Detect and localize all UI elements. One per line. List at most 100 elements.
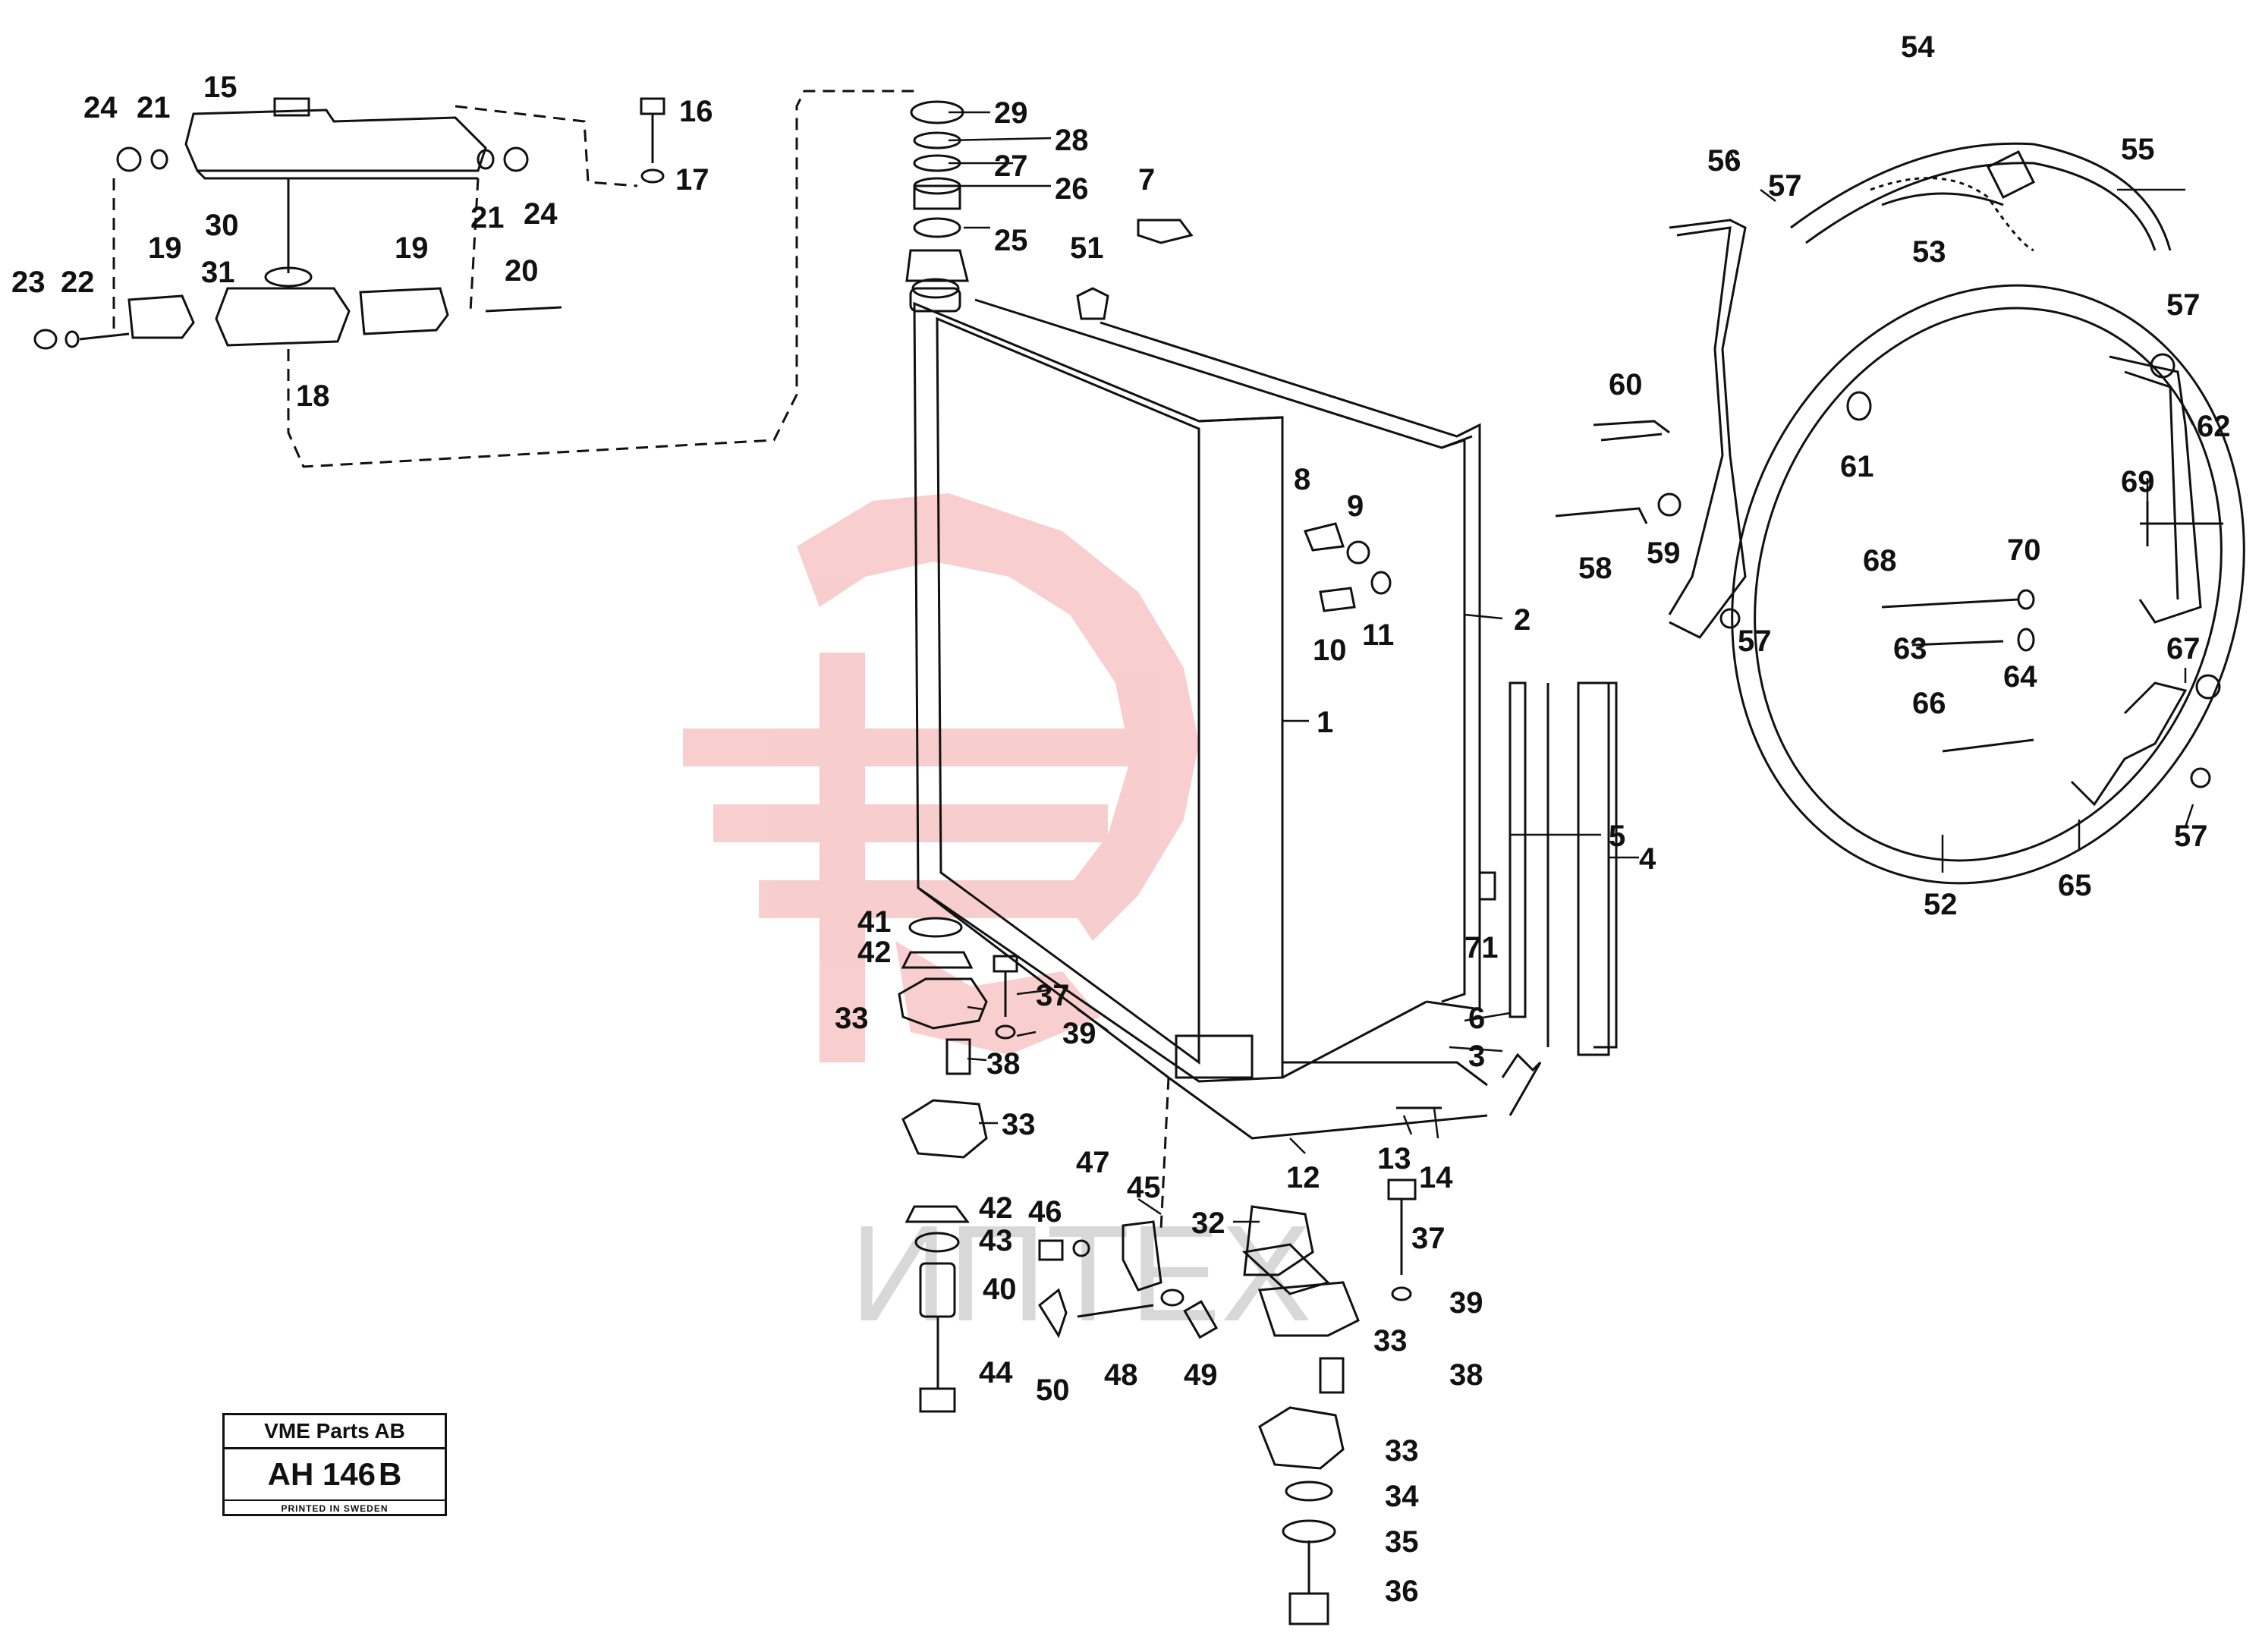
callout-33b: 33: [1002, 1108, 1036, 1141]
callout-44: 44: [979, 1356, 1013, 1389]
callout-51: 51: [1070, 231, 1104, 265]
callout-63: 63: [1893, 632, 1927, 666]
callout-15: 15: [203, 71, 238, 104]
callout-61: 61: [1840, 450, 1874, 483]
callout-43: 43: [979, 1224, 1013, 1257]
callout-69: 69: [2121, 465, 2155, 499]
callout-66: 66: [1912, 687, 1946, 720]
callout-39a: 39: [1062, 1017, 1096, 1050]
callout-53: 53: [1912, 235, 1946, 269]
callout-68: 68: [1863, 544, 1897, 577]
callout-24b: 24: [524, 197, 558, 231]
watermark-text: ИПТЕХ: [850, 1197, 1312, 1350]
callout-57c: 57: [1738, 625, 1772, 658]
callout-36: 36: [1385, 1575, 1419, 1608]
callout-38b: 38: [1449, 1358, 1483, 1392]
callout-2: 2: [1514, 603, 1531, 637]
parts-stamp: VME Parts AB AH 146B PRINTED IN SWEDEN: [222, 1413, 447, 1516]
callout-19b: 19: [395, 231, 429, 265]
callout-10: 10: [1313, 634, 1347, 667]
callout-50: 50: [1036, 1374, 1070, 1407]
callout-33c: 33: [1373, 1324, 1408, 1358]
callout-7: 7: [1138, 163, 1155, 197]
callout-21a: 21: [137, 91, 171, 124]
callout-67: 67: [2166, 632, 2201, 666]
callout-45: 45: [1127, 1171, 1161, 1204]
callout-37b: 37: [1411, 1222, 1446, 1255]
callout-55: 55: [2121, 133, 2155, 166]
callout-56: 56: [1707, 144, 1741, 178]
callout-59: 59: [1647, 537, 1681, 570]
callout-41: 41: [857, 905, 892, 939]
callout-20: 20: [505, 254, 539, 288]
callout-1: 1: [1317, 706, 1333, 739]
callout-65: 65: [2058, 869, 2092, 902]
radiator-assembly: [905, 100, 1618, 1140]
stamp-company: VME Parts AB: [225, 1415, 445, 1449]
callout-9: 9: [1347, 489, 1364, 523]
callout-42a: 42: [857, 936, 892, 969]
callout-48: 48: [1104, 1358, 1138, 1392]
callout-57d: 57: [2174, 820, 2208, 853]
callout-58: 58: [1578, 552, 1612, 585]
callout-33a: 33: [835, 1002, 869, 1035]
stamp-code: AH 146B: [225, 1449, 445, 1501]
callout-42b: 42: [979, 1191, 1013, 1225]
callout-18: 18: [296, 379, 330, 413]
callout-39b: 39: [1449, 1286, 1483, 1320]
callout-60: 60: [1609, 368, 1643, 401]
callout-3: 3: [1468, 1040, 1485, 1073]
callout-17: 17: [675, 163, 709, 197]
mounting-bracket-assembly: [33, 90, 918, 468]
callout-24a: 24: [83, 91, 118, 124]
callout-29: 29: [994, 96, 1028, 130]
callout-6: 6: [1468, 1002, 1485, 1035]
callout-54: 54: [1901, 30, 1935, 64]
callout-14: 14: [1419, 1161, 1453, 1194]
callout-46: 46: [1028, 1195, 1062, 1229]
callout-11: 11: [1362, 618, 1394, 652]
leader-lines: [948, 111, 2194, 1223]
callout-33d: 33: [1385, 1434, 1419, 1468]
callout-5: 5: [1609, 820, 1625, 853]
callout-30: 30: [205, 209, 239, 242]
callout-57b: 57: [2166, 288, 2201, 322]
callout-25: 25: [994, 224, 1028, 257]
callout-19a: 19: [148, 231, 182, 265]
stamp-code-prefix: AH: [267, 1456, 314, 1492]
callout-71: 71: [1464, 931, 1499, 964]
callout-22: 22: [61, 266, 95, 299]
callout-31: 31: [201, 256, 235, 289]
callout-34: 34: [1385, 1480, 1419, 1513]
stamp-printed: PRINTED IN SWEDEN: [281, 1503, 389, 1514]
watermark-logo: [683, 493, 1199, 1062]
callout-38a: 38: [986, 1047, 1021, 1081]
callout-62: 62: [2197, 410, 2231, 443]
fan-shroud-assembly: [1555, 142, 2245, 885]
callout-13: 13: [1377, 1142, 1411, 1175]
stamp-code-suffix: B: [379, 1456, 402, 1492]
callout-35: 35: [1385, 1525, 1419, 1559]
callouts: 1 2 3 4 5 6 7 8 9 10 11 12 13 14 15 16 1…: [11, 30, 2231, 1608]
callout-4: 4: [1639, 842, 1656, 876]
callout-37a: 37: [1036, 979, 1070, 1012]
callout-32: 32: [1191, 1207, 1225, 1240]
callout-52: 52: [1924, 888, 1958, 921]
lower-mounts: [898, 917, 1442, 1625]
callout-40: 40: [983, 1273, 1017, 1306]
callout-23: 23: [11, 266, 46, 299]
callout-21b: 21: [470, 201, 505, 234]
callout-12: 12: [1286, 1161, 1320, 1194]
callout-16: 16: [679, 95, 713, 128]
callout-8: 8: [1294, 463, 1310, 496]
callout-27: 27: [994, 149, 1028, 183]
callout-47: 47: [1076, 1146, 1110, 1179]
callout-28: 28: [1055, 124, 1089, 157]
callout-70: 70: [2007, 533, 2041, 567]
callout-49: 49: [1184, 1358, 1218, 1392]
callout-64: 64: [2003, 660, 2037, 694]
callout-26: 26: [1055, 172, 1089, 206]
callout-57a: 57: [1768, 169, 1802, 203]
stamp-code-number: 146: [322, 1456, 376, 1492]
